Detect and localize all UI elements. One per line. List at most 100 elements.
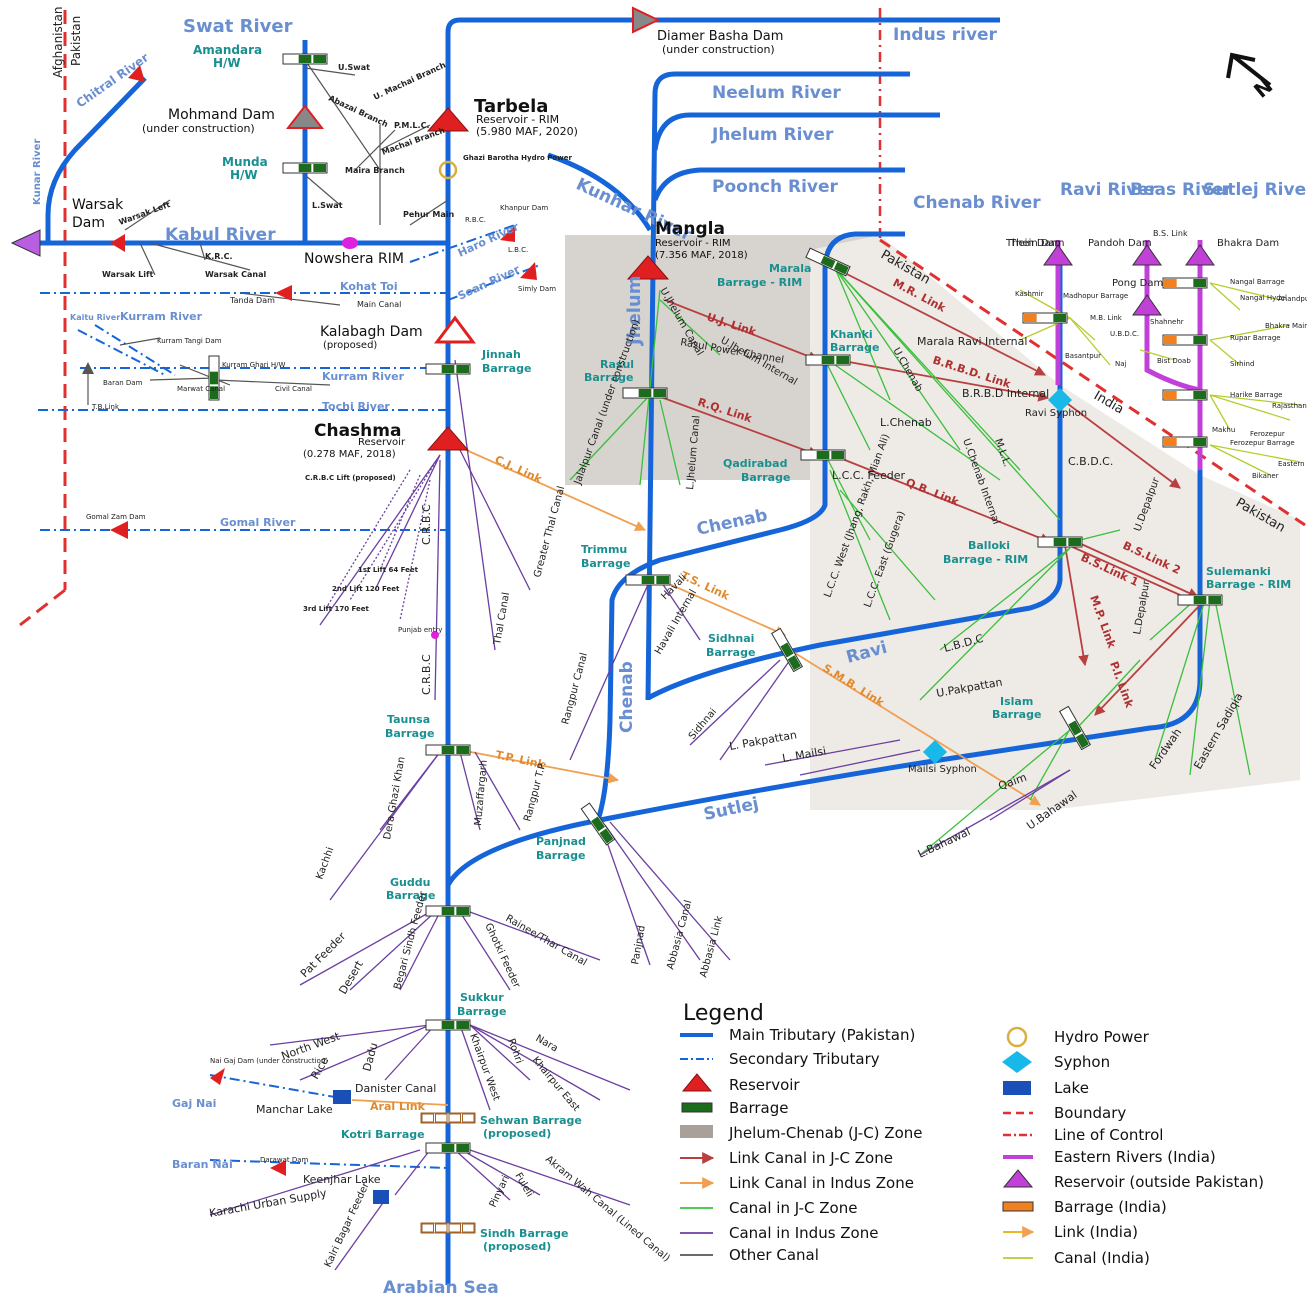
legend-item-label: Link Canal in Indus Zone	[729, 1174, 914, 1192]
mp-link	[1064, 544, 1089, 667]
bs1-link	[1067, 544, 1199, 604]
label-canals-brbdint: B.R.B.D Internal	[962, 387, 1049, 400]
legend: Legend Main Tributary (Pakistan)Secondar…	[680, 1001, 1264, 1267]
label-rivers-beas_top: Beas River	[1130, 180, 1233, 200]
mailsi-syphon-icon	[923, 740, 947, 764]
north-arrow-icon	[1226, 52, 1272, 87]
label-reservoirs-warsak2: Dam	[72, 215, 105, 231]
label-barrages-amandara2: H/W	[213, 56, 241, 70]
label-reservoirs-diamer_note: (under construction)	[662, 43, 775, 56]
label-barrages-marala2: Barrage - RIM	[717, 276, 802, 289]
label-canals-greaterthal: Greater Thal Canal	[532, 485, 567, 579]
label-canals-krc: K.R.C.	[205, 252, 233, 261]
label-canals-cbdc: C.B.D.C.	[1068, 455, 1113, 468]
kaitu-branch	[77, 329, 166, 376]
jhelum-line	[645, 71, 910, 701]
barrages-group	[208, 53, 1223, 1234]
tb-link-arrow-icon	[82, 362, 94, 374]
poonch-line	[652, 167, 905, 201]
label-canals-pmlc: P.M.L.C.	[394, 121, 429, 130]
barrage-icon	[622, 387, 668, 399]
label-rivers-baran: Baran Nai	[172, 1158, 233, 1171]
label-reservoirs-mangla_name: Mangla	[655, 219, 725, 239]
label-india-ferozepur: Ferozepur	[1250, 430, 1285, 438]
label-canals-tblink: T.B.Link	[91, 403, 120, 411]
barrage-icon	[425, 1142, 471, 1154]
label-canals-havaliint: Havali Internal	[653, 588, 699, 657]
label-canals-pehur: Pehur Main	[403, 210, 455, 219]
jc-zone-right	[810, 235, 1300, 810]
label-barrages-balloki2: Barrage - RIM	[943, 553, 1028, 566]
label-rivers-ravi_top: Ravi River	[1060, 180, 1158, 200]
label-reservoirs-mohmand: Mohmand Dam	[168, 107, 275, 123]
label-barrages-sidhnai2: Barrage	[706, 646, 755, 659]
label-reservoirs-mangla_cap: (7.356 MAF, 2018)	[655, 250, 748, 261]
label-canals-manchar: Manchar Lake	[256, 1103, 333, 1116]
legend-item-label: Hydro Power	[1054, 1028, 1150, 1046]
label-rivers-poonch: Poonch River	[712, 177, 839, 197]
label-barrages-guddu2: Barrage	[386, 889, 435, 902]
label-barrages-panjnad: Panjnad	[536, 835, 586, 848]
label-barrages-islam2: Barrage	[992, 708, 1041, 721]
soan-line	[447, 264, 541, 301]
label-india-pong: Pong Dam	[1112, 278, 1163, 289]
barrage-icon	[1177, 594, 1223, 606]
label-canals-ravisyphon: Ravi Syphon	[1025, 408, 1087, 419]
india-boundary	[879, 238, 1306, 527]
keenjhar-lake-icon	[373, 1190, 389, 1204]
label-rivers-gomal: Gomal River	[220, 516, 296, 529]
india-barrage-icon	[1162, 277, 1208, 289]
label-canals-baran: Baran Dam	[103, 379, 143, 387]
label-canals-kachhi: Kachhi	[314, 846, 336, 881]
label-canals-pinyari: Pinyari	[488, 1174, 512, 1209]
legend-symbol-icon	[681, 1073, 713, 1092]
tarbela-reservoir-icon	[426, 107, 470, 132]
label-rivers-sutlej_top: Sutlej River	[1203, 180, 1307, 200]
uj-link	[664, 299, 820, 362]
label-rivers-jhelum_top: Jhelum River	[711, 125, 834, 145]
legend-item-label: Canal in Indus Zone	[729, 1224, 878, 1242]
thein-dam-icon	[1043, 244, 1073, 266]
legend-item-label: Syphon	[1054, 1053, 1110, 1071]
label-rivers-swat: Swat River	[183, 16, 293, 37]
label-canals-lccfeeder: L.C.C. Feeder	[832, 469, 905, 482]
label-canals-kurramghari: Kurram Ghari H/W	[222, 361, 285, 369]
label-india-bslink: B.S. Link	[1153, 229, 1188, 238]
legend-title: Legend	[683, 1001, 764, 1026]
label-canals-khairpurwest: Khairpur West	[467, 1032, 501, 1102]
jc-zone-left	[565, 235, 880, 485]
legend-item-label: Link Canal in J-C Zone	[729, 1149, 893, 1167]
ts-link	[659, 579, 786, 637]
label-india-kashmir: Kashmir	[1015, 290, 1044, 298]
label-reservoirs-chashma_cap: (0.278 MAF, 2018)	[303, 449, 396, 460]
label-canals-rangpurtp: Rangpur T.P.	[522, 761, 548, 823]
chitral-line	[45, 76, 147, 243]
label-canals-begari: Begari Sindh Feeder	[392, 890, 429, 991]
label-india-rajasthan: Rajasthan	[1272, 402, 1307, 410]
label-links-aral: Aral Link	[370, 1100, 426, 1113]
label-india-ml: M.B. Link	[1090, 314, 1123, 322]
kunhar-line	[547, 152, 653, 232]
label-reservoirs-chashma_name: Chashma	[314, 421, 401, 441]
label-barrages-trimmu: Trimmu	[581, 543, 627, 556]
legend-item-label: Boundary	[1054, 1104, 1126, 1122]
label-rivers-kabul: Kabul River	[165, 225, 276, 245]
label-barrages-trimmu2: Barrage	[581, 557, 630, 570]
label-canals-kurramtangi: Kurram Tangi Dam	[157, 337, 222, 345]
barrage-icon	[425, 905, 471, 917]
legend-item-label: Barrage (India)	[1054, 1198, 1167, 1216]
brbd-link	[837, 359, 1050, 402]
label-india-naj: Naj	[1115, 360, 1127, 368]
label-canals-warsakleft: Warsak Left	[118, 200, 172, 227]
label-canals-uswat: U.Swat	[338, 63, 370, 72]
legend-item-label: Other Canal	[729, 1246, 819, 1264]
rq-link	[649, 392, 820, 457]
label-barrages-jinnah2: Barrage	[482, 362, 531, 375]
barrage-icon	[625, 574, 671, 586]
barrage-icon	[800, 449, 846, 461]
label-rivers-kurram: Kurram River	[120, 310, 203, 323]
north-label: N	[1249, 74, 1277, 103]
label-barrages-taunsa: Taunsa	[387, 713, 430, 726]
label-canals-warsaklift: Warsak Lift	[102, 270, 153, 279]
label-rivers-kurram2: Kurram River	[322, 370, 405, 383]
